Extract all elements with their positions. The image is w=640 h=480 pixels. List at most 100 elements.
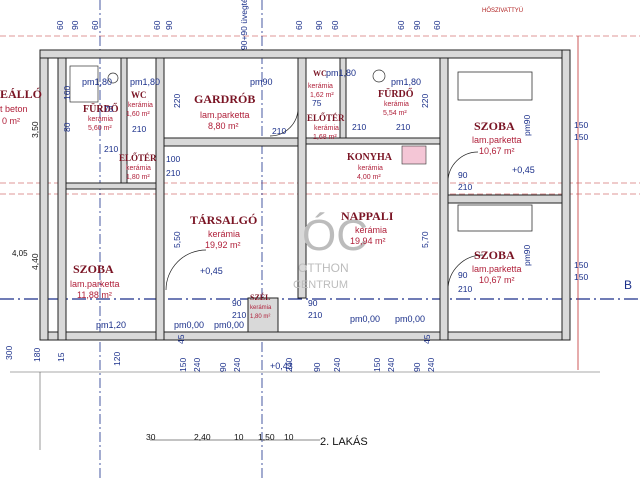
room-area-gardrob: 8,80 m² xyxy=(208,121,239,131)
room-area-eloter1: 1,80 m² xyxy=(126,174,150,181)
dim-bot-30: 30 xyxy=(146,432,156,442)
dim-door-210g: 210 xyxy=(458,182,472,192)
room-area-wc2: 1,62 m² xyxy=(310,92,334,99)
dim-door-210a: 210 xyxy=(132,124,146,134)
level-pm90-c: pm90 xyxy=(522,244,532,266)
wall-right xyxy=(561,49,571,341)
dim-left-180: 180 xyxy=(32,348,42,362)
room-floor-gardrob: lam.parketta xyxy=(200,110,250,120)
room-floor-szoba-br: lam.parketta xyxy=(472,264,522,274)
room-floor-furdo1: kerámia xyxy=(88,116,113,123)
dim-bot-150m: 1,50 xyxy=(258,432,275,442)
dim-bot-45a: 45 xyxy=(176,334,186,344)
room-area-eloter2: 1,68 m² xyxy=(313,134,337,141)
room-floor-konyha: kerámia xyxy=(358,165,383,172)
watermark-line2: CENTRUM xyxy=(293,279,348,291)
door-swing xyxy=(165,249,207,291)
bathtub-icon xyxy=(69,65,99,103)
room-name-szoba-br: SZOBA xyxy=(474,248,515,262)
level-plus045-a: +0,45 xyxy=(200,266,223,276)
room-area-furdo1: 5,60 m² xyxy=(88,125,112,132)
level-pm180-b: pm1,80 xyxy=(130,77,160,87)
room-name-konyha: KONYHA xyxy=(347,152,393,163)
dim-nappali-570: 5,70 xyxy=(420,231,430,248)
room-area-nappali: 19,94 m² xyxy=(350,236,386,246)
level-pm000-d: pm0,00 xyxy=(395,314,425,324)
dim-top-90a: 90 xyxy=(70,20,80,30)
dim-window-150d: 150 xyxy=(574,272,588,282)
dim-bot-240b: 240 xyxy=(232,358,242,372)
dim-window-150b: 150 xyxy=(574,132,588,142)
level-pm180-a: pm1,80 xyxy=(82,77,112,87)
dim-door-90d: 90 xyxy=(308,298,318,308)
room-floor-tarsalgo: kerámia xyxy=(208,229,240,239)
level-pm180-c: pm1,80 xyxy=(326,68,356,78)
room-name-szel: SZÉL xyxy=(250,292,270,302)
room-floor-eloter2: kerámia xyxy=(314,125,339,132)
room-name-eloallo: EÁLLÓ xyxy=(0,87,42,101)
dim-door-90c: 90 xyxy=(232,298,242,308)
room-area-szoba-tr: 10,67 m² xyxy=(479,146,515,156)
room-floor-szel: kerámia xyxy=(250,305,272,311)
level-plus043: +0,43 xyxy=(270,361,293,371)
level-pm000-a: pm0,00 xyxy=(174,320,204,330)
dim-bot-90b: 90 xyxy=(312,362,322,372)
dim-furdo2-220: 220 xyxy=(420,94,430,108)
room-name-eloter1: ELŐTÉR xyxy=(119,153,157,163)
plan-title: 2. LAKÁS xyxy=(320,435,368,448)
dim-left-405: 4,05 xyxy=(12,249,28,258)
room-name-eloter2: ELŐTÉR xyxy=(307,113,345,123)
dim-left-120: 120 xyxy=(112,352,122,366)
dim-bot-240e: 240 xyxy=(386,358,396,372)
bed-icon-2 xyxy=(457,204,533,232)
dim-top-60a: 60 xyxy=(55,20,65,30)
room-floor-wc: kerámia xyxy=(128,102,153,109)
watermark-logo: ÓC xyxy=(302,211,368,260)
level-pm90-a: pm90 xyxy=(250,77,273,87)
room-floor-furdo2: kerámia xyxy=(384,101,409,108)
room-area-eloallo: 0 m² xyxy=(2,116,20,126)
room-area-wc: 1,60 m² xyxy=(126,111,150,118)
room-floor-wc2: kerámia xyxy=(308,83,333,90)
stove-icon xyxy=(401,145,427,165)
toilet-icon xyxy=(372,69,386,83)
toilet-icon-2 xyxy=(107,72,119,84)
dim-top-90c: 90 xyxy=(314,20,324,30)
room-area-szoba-left: 11,88 m² xyxy=(77,290,112,300)
watermark-line1: OTTHON xyxy=(298,261,349,275)
dim-door-210f: 210 xyxy=(396,122,410,132)
szel-block xyxy=(247,297,279,333)
dim-top-90b: 90 xyxy=(164,20,174,30)
dim-door-210j: 210 xyxy=(308,310,322,320)
wall-left-inner xyxy=(57,57,67,341)
level-pm90-b: pm90 xyxy=(522,114,532,136)
wall-bottom xyxy=(39,331,571,341)
room-area-szoba-br: 10,67 m² xyxy=(479,275,515,285)
dim-top-note: 90+90 üvegtég xyxy=(239,0,249,50)
dim-bot-90a: 90 xyxy=(218,362,228,372)
level-pm120: pm1,20 xyxy=(96,320,126,330)
dim-door-90b: 90 xyxy=(458,270,468,280)
dim-door-90a: 90 xyxy=(458,170,468,180)
wall-wc xyxy=(120,57,128,184)
wall-gardrob-bottom xyxy=(163,137,305,147)
wall-szoba-split xyxy=(447,194,563,204)
dim-door-210d: 210 xyxy=(272,126,286,136)
wall-h1 xyxy=(65,182,157,190)
dim-bot-90c: 90 xyxy=(412,362,422,372)
level-pm000-b: pm0,00 xyxy=(214,320,244,330)
wall-wc2 xyxy=(339,57,347,139)
level-plus045-b: +0,45 xyxy=(512,165,535,175)
dim-top-60f: 60 xyxy=(396,20,406,30)
room-name-szoba-tr: SZOBA xyxy=(474,119,515,133)
room-floor-nappali: kerámia xyxy=(355,225,387,235)
dim-top-60c: 60 xyxy=(152,20,162,30)
wall-v-center xyxy=(297,57,307,299)
wall-top xyxy=(39,49,571,59)
dim-bot-10b: 10 xyxy=(284,432,294,442)
dim-top-60g: 60 xyxy=(432,20,442,30)
room-name-wc: WC xyxy=(131,90,147,100)
dim-bot-150b: 150 xyxy=(372,358,382,372)
dim-left-440: 4,40 xyxy=(30,253,40,270)
